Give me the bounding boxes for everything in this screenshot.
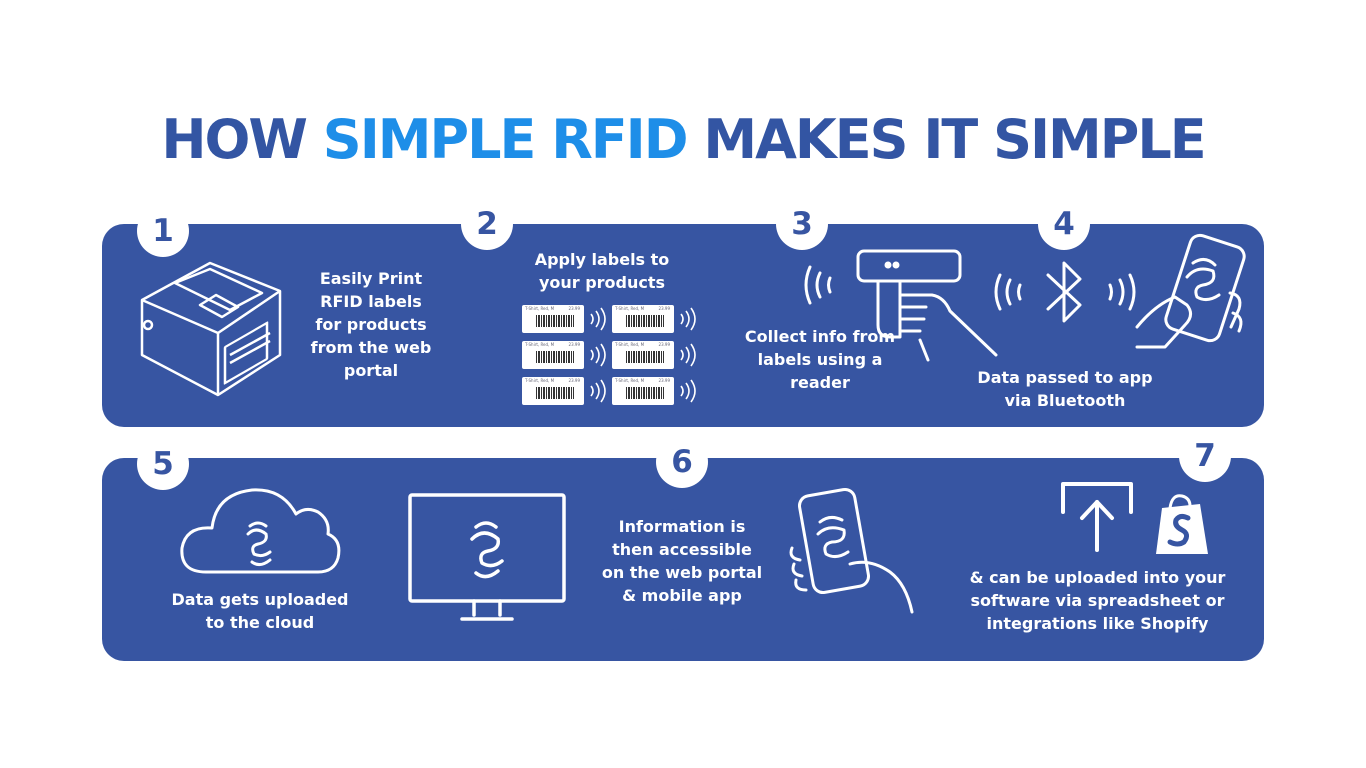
- phone-in-hand-icon: [1135, 233, 1246, 349]
- step-number-3: 3: [776, 198, 828, 250]
- signal-waves-icon: [590, 379, 606, 403]
- handheld-reader-icon: [804, 249, 998, 362]
- upload-icon: [1061, 482, 1133, 552]
- signal-waves-icon: [590, 343, 606, 367]
- step-number-6: 6: [656, 436, 708, 488]
- step-number-1: 1: [137, 205, 189, 257]
- step-7-caption: & can be uploaded into your software via…: [969, 568, 1226, 633]
- step-number-5: 5: [137, 438, 189, 490]
- step-6-caption: Information is then accessible on the we…: [601, 517, 763, 605]
- shopify-icon: [1156, 494, 1208, 554]
- steps-panel-bottom: [102, 458, 1264, 661]
- title-accent: SIMPLE RFID: [322, 108, 689, 171]
- step-2-caption: Apply labels to your products: [534, 250, 670, 292]
- cloud-icon: [180, 488, 341, 574]
- step-3-caption: Collect info from labels using a reader: [744, 327, 896, 392]
- signal-waves-icon: [590, 307, 606, 331]
- step-5-caption: Data gets uploaded to the cloud: [171, 590, 349, 632]
- monitor-icon: [408, 493, 566, 621]
- printer-icon: [140, 261, 282, 397]
- signal-waves-icon: [680, 379, 696, 403]
- step-4-caption: Data passed to app via Bluetooth: [977, 368, 1153, 410]
- signal-waves-icon: [680, 307, 696, 331]
- step-1-caption: Easily Print RFID labels for products fr…: [310, 269, 432, 380]
- step-number-2: 2: [461, 198, 513, 250]
- phone-in-hand-icon: [789, 487, 914, 614]
- step-number-7: 7: [1179, 430, 1231, 482]
- bluetooth-icon: [994, 261, 1136, 323]
- signal-waves-icon: [680, 343, 696, 367]
- step-number-4: 4: [1038, 198, 1090, 250]
- page-title: HOW SIMPLE RFID MAKES IT SIMPLE: [161, 108, 1206, 171]
